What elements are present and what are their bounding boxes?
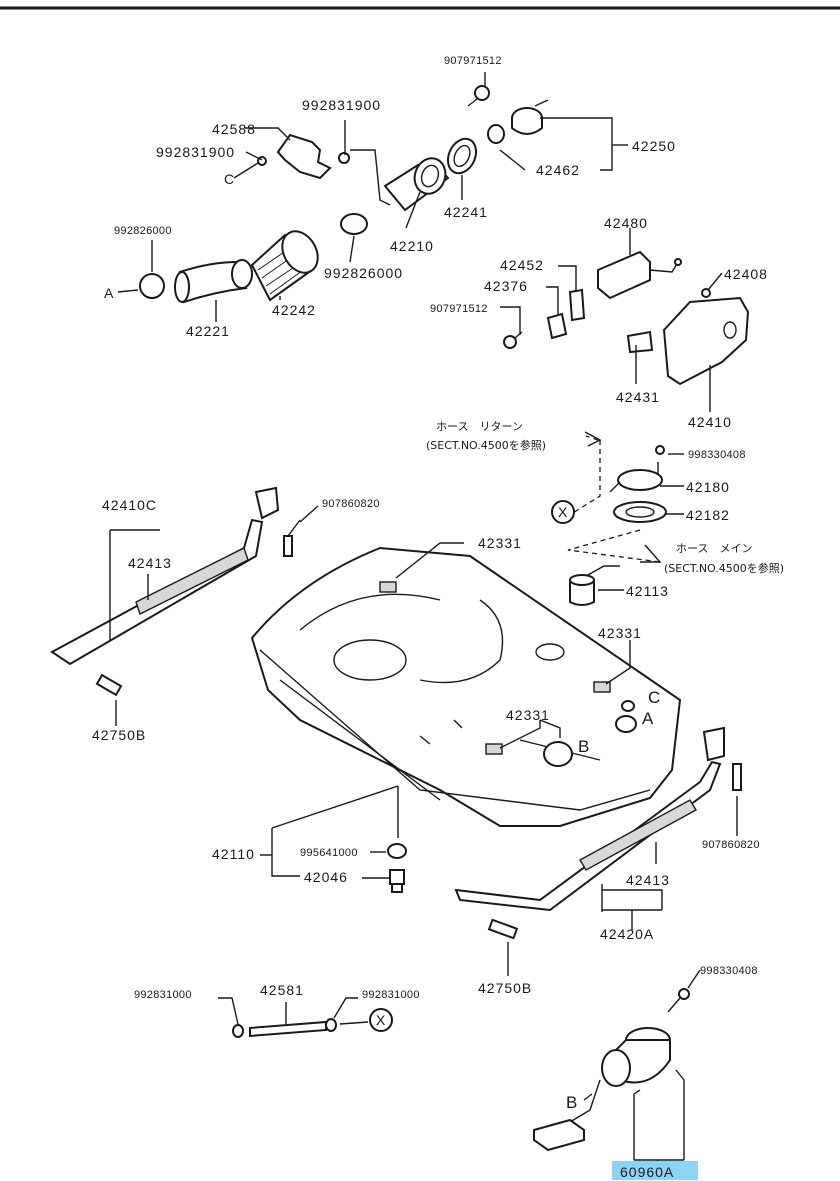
label-42182: 42182: [686, 507, 730, 523]
screw-998330408-a: [655, 445, 665, 455]
label-42331-low: 42331: [506, 707, 550, 723]
ref-b-tank: B: [578, 737, 590, 756]
label-992831000-b: 992831000: [362, 989, 420, 1001]
fuel-filler-lid: [662, 296, 750, 386]
label-42588: 42588: [212, 121, 256, 137]
label-42413-right: 42413: [626, 872, 670, 888]
lid-hinge-bracket: [568, 288, 586, 322]
tank-fittings: [419, 719, 463, 745]
tank-port-c: [621, 700, 635, 712]
filler-neck: [383, 157, 450, 212]
label-907971512-mid: 907971512: [430, 303, 488, 315]
label-907971512-top: 907971512: [444, 55, 502, 67]
ref-b-pump: B: [566, 1093, 578, 1112]
note-hose-main-ref: (SECT.NO.4500を参照): [664, 561, 784, 575]
lid-hinge: [626, 330, 654, 354]
label-42331-top: 42331: [478, 535, 522, 551]
label-992826000-a: 992826000: [114, 225, 172, 237]
part-highlight: [612, 1161, 698, 1180]
clip-992831000-b: [325, 1018, 337, 1032]
note-hose-main-title: ホース メイン: [676, 542, 752, 555]
fuel-filter-42113: [569, 565, 620, 606]
note-hose-return-ref: (SECT.NO.4500を参照): [426, 438, 546, 452]
drain-plug-42046: [389, 869, 405, 893]
lid-opener: [597, 250, 682, 300]
note-hose-return-title: ホース リターン: [436, 420, 523, 433]
label-60960A[interactable]: 60960A: [620, 1164, 674, 1180]
bolt-907860820-left: [283, 519, 301, 557]
label-992831900-a: 992831900: [302, 97, 381, 113]
label-42210: 42210: [390, 238, 434, 254]
label-42408: 42408: [724, 266, 768, 282]
gauge-gasket: [613, 501, 667, 523]
label-42250: 42250: [632, 138, 676, 154]
label-998330408-b: 998330408: [700, 965, 758, 977]
ref-a-left: A: [104, 285, 114, 301]
label-992831000-a: 992831000: [134, 989, 192, 1001]
cap-gasket: [487, 124, 505, 144]
tank-pads: [379, 581, 611, 755]
label-42462: 42462: [536, 162, 580, 178]
label-995641000: 995641000: [300, 847, 358, 859]
right-tank-strap: [454, 726, 725, 912]
label-42410: 42410: [688, 414, 732, 430]
label-42420A: 42420A: [600, 926, 654, 942]
lid-bumper: [701, 288, 711, 298]
hose-clamp-right: [340, 213, 368, 235]
bolt-907860820-right: [732, 763, 742, 791]
label-42581: 42581: [260, 982, 304, 998]
label-42452: 42452: [500, 257, 544, 273]
label-42221: 42221: [186, 323, 230, 339]
filler-cap: [511, 99, 549, 135]
label-42410C: 42410C: [102, 497, 157, 513]
washer-995641000: [387, 843, 407, 859]
bolt-42750B-right: [487, 918, 519, 940]
ref-x-mid: X: [558, 504, 568, 520]
ref-c-left: C: [224, 171, 235, 187]
breather-hose: [276, 133, 332, 180]
ref-x-low: X: [376, 1012, 386, 1028]
filler-hose: [174, 259, 253, 304]
screw-998330408-b: [667, 988, 690, 1013]
label-42113: 42113: [626, 583, 669, 599]
label-42241: 42241: [444, 204, 488, 220]
label-907860820-right: 907860820: [702, 839, 760, 851]
label-42110: 42110: [212, 846, 255, 862]
lid-spring: [546, 312, 568, 340]
label-42242: 42242: [272, 302, 316, 318]
label-42180: 42180: [686, 479, 730, 495]
tank-port-b: [543, 741, 573, 767]
label-42750B-right: 42750B: [478, 980, 532, 996]
ref-circle-x-low: [369, 1008, 393, 1032]
label-42376: 42376: [484, 278, 528, 294]
filler-ring: [446, 137, 478, 175]
bolt-907971512-mid: [503, 331, 523, 349]
left-tank-strap: [50, 486, 280, 666]
fuel-tank: [250, 546, 682, 827]
label-907860820-left: 907860820: [322, 498, 380, 510]
gauge-unit: [609, 462, 663, 493]
clip-992831000-a: [232, 1024, 244, 1038]
filler-bellows: [250, 230, 319, 302]
label-42480: 42480: [604, 215, 648, 231]
label-42046: 42046: [304, 869, 348, 885]
label-42431: 42431: [616, 389, 660, 405]
ref-circle-x-mid: [551, 500, 575, 524]
ref-c-tank: C: [648, 688, 661, 707]
fuel-pump-assembly: [533, 1027, 671, 1152]
label-42750B-left: 42750B: [92, 727, 146, 743]
label-998330408-a: 998330408: [688, 449, 746, 461]
bolt-42750B-left: [95, 673, 123, 697]
tank-port-a: [615, 715, 637, 733]
label-992831900-b: 992831900: [156, 144, 235, 160]
bolt-907971512-top: [467, 85, 490, 107]
hose-clamp-left: [139, 273, 165, 299]
label-992826000-b: 992826000: [324, 265, 403, 281]
label-42413-left: 42413: [128, 555, 172, 571]
ref-a-tank: A: [642, 709, 654, 728]
clip-992831900-b: [338, 152, 350, 164]
hose-42581: [249, 1020, 327, 1038]
label-42331-mid: 42331: [598, 625, 642, 641]
